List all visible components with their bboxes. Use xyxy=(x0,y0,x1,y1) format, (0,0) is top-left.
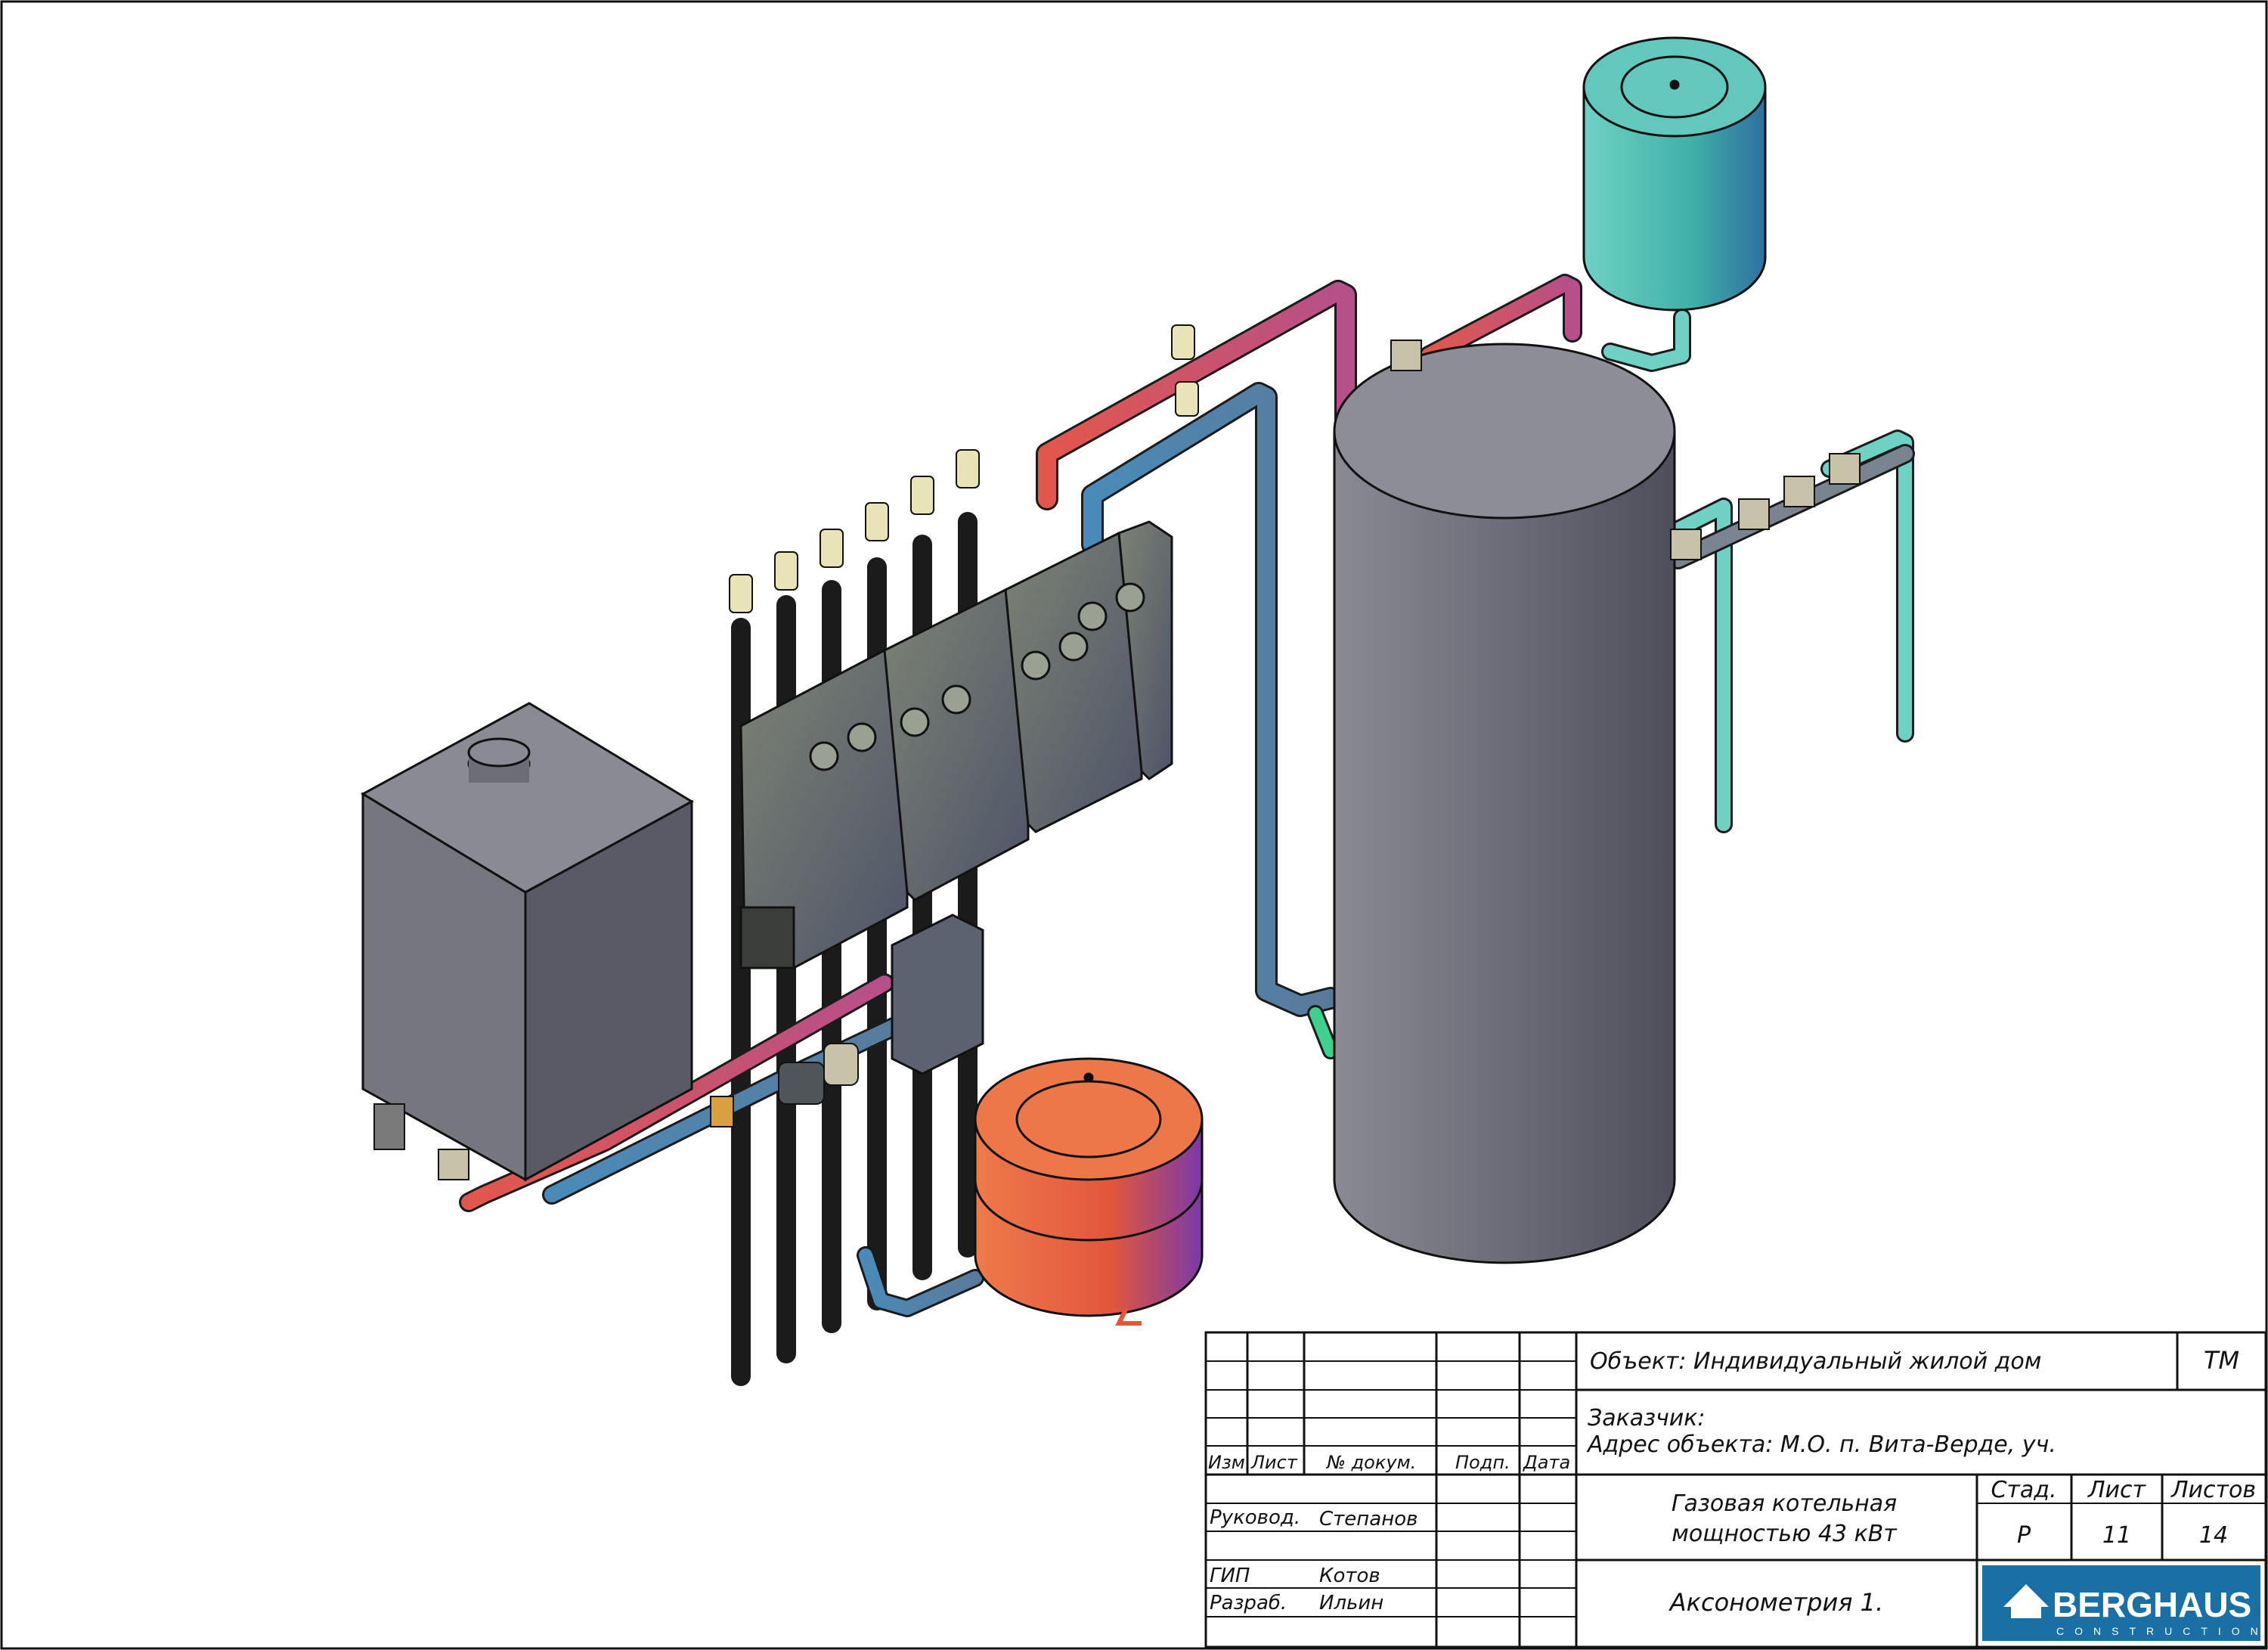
name-head: Степанов xyxy=(1319,1508,1418,1531)
customer-label: Заказчик: xyxy=(1588,1405,1706,1431)
document-code: ТМ xyxy=(2204,1346,2239,1375)
drawing-title-line-2: мощностью 43 кВт xyxy=(1672,1521,1898,1547)
berghaus-logo: BERGHAUS CONSTRUCTION xyxy=(1982,1565,2268,1641)
sheets-value: 14 xyxy=(2199,1522,2228,1549)
name-developer: Ильин xyxy=(1319,1592,1383,1614)
title-block-text: Объект: Индивидуальный жилой дом ТМ Зака… xyxy=(1208,1346,2256,1617)
heating-expansion-tank xyxy=(974,1057,1204,1326)
air-vent-icon xyxy=(910,476,934,515)
air-vent-icon xyxy=(956,449,980,488)
sheets-header: Листов xyxy=(2170,1477,2256,1503)
wall-boiler-cascade xyxy=(739,520,1173,1075)
role-head: Руковод. xyxy=(1210,1506,1300,1529)
role-developer: Разраб. xyxy=(1210,1592,1287,1614)
wall-boiler-4 xyxy=(1077,520,1173,780)
air-vent-icon xyxy=(774,551,798,591)
role-chief-engineer: ГИП xyxy=(1210,1565,1250,1587)
rev-header-change: Изм. xyxy=(1208,1452,1250,1473)
stage-value: Р xyxy=(2017,1522,2031,1549)
sheet-header: Лист xyxy=(2087,1477,2147,1503)
stage-header: Стад. xyxy=(1991,1477,2056,1503)
boiler-outlet-valves xyxy=(373,1103,469,1180)
air-vent-icon xyxy=(820,529,844,568)
air-vent-icon xyxy=(1171,324,1195,360)
drawing-title-line-1: Газовая котельная xyxy=(1672,1490,1897,1517)
name-chief-engineer: Котов xyxy=(1319,1565,1380,1587)
wall-boiler-1 xyxy=(739,649,909,969)
wall-boiler-3 xyxy=(1004,532,1143,833)
air-vents xyxy=(729,324,1199,613)
dhw-valves xyxy=(1390,340,1861,560)
drawing-name: Аксонометрия 1. xyxy=(1668,1588,1883,1617)
air-vent-icon xyxy=(865,502,889,541)
rev-header-date: Дата xyxy=(1523,1452,1570,1473)
rev-header-docno: № докум. xyxy=(1325,1452,1416,1473)
rev-header-sign: Подп. xyxy=(1455,1452,1510,1473)
air-vent-icon xyxy=(1175,381,1199,417)
hydraulic-separator xyxy=(891,913,984,1075)
rev-header-sheet: Лист xyxy=(1250,1452,1298,1473)
air-vent-icon xyxy=(729,574,753,613)
logo-text: BERGHAUS xyxy=(2053,1585,2251,1624)
indirect-water-heater xyxy=(1333,343,1676,1264)
wall-boiler-2 xyxy=(883,588,1030,901)
address-label: Адрес объекта: М.О. п. Вита-Верде, уч. xyxy=(1586,1431,2056,1458)
logo-subtext: CONSTRUCTION xyxy=(2056,1625,2268,1637)
floor-boiler-unit xyxy=(360,702,695,1182)
dhw-expansion-tank xyxy=(1582,36,1767,312)
sheet-value: 11 xyxy=(2102,1522,2131,1549)
object-label: Объект: Индивидуальный жилой дом xyxy=(1590,1348,2041,1375)
house-icon xyxy=(2003,1584,2049,1618)
circulation-pump xyxy=(710,1043,859,1127)
